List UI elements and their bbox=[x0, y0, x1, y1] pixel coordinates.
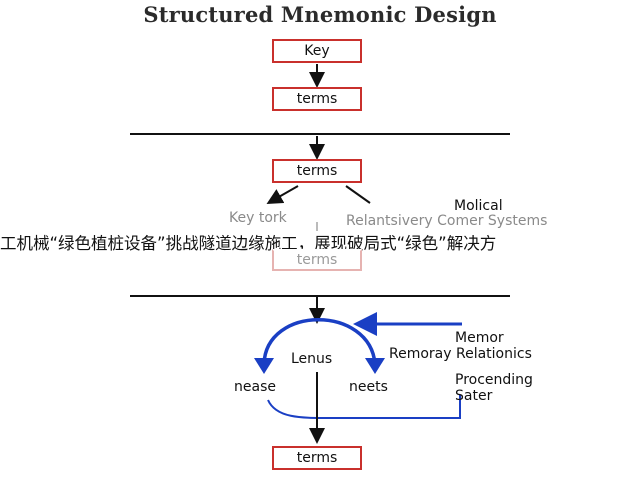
key-box: Key bbox=[272, 39, 362, 63]
divider-2 bbox=[130, 295, 510, 297]
divider-1 bbox=[130, 133, 510, 135]
blue-arrowhead-right bbox=[365, 358, 385, 374]
terms-box-1: terms bbox=[272, 87, 362, 111]
label-lenus: Lenus bbox=[291, 351, 333, 367]
blue-arrowhead-left bbox=[254, 358, 274, 374]
label-remoray: Remoray Relationics bbox=[389, 346, 532, 362]
label-relantsivery: Relantsivery Comer Systems bbox=[346, 213, 548, 229]
label-nease: nease bbox=[234, 379, 276, 395]
arrow-to-key-tork bbox=[266, 185, 299, 204]
label-procending: Procending bbox=[455, 372, 533, 388]
terms-box-bottom: terms bbox=[272, 446, 362, 470]
label-sater: Sater bbox=[455, 388, 493, 404]
label-neets: neets bbox=[349, 379, 388, 395]
diagram-title: Structured Mnemonic Design bbox=[143, 2, 497, 27]
label-molical: Molical bbox=[454, 198, 503, 214]
blue-arc bbox=[262, 318, 377, 365]
terms-box-faded: terms bbox=[272, 249, 362, 271]
terms-box-2: terms bbox=[272, 159, 362, 183]
label-memor: Memor bbox=[455, 330, 504, 346]
line-to-relantsivery bbox=[345, 185, 371, 204]
label-key-tork: Key tork bbox=[229, 210, 287, 226]
blue-loop-line bbox=[267, 395, 461, 419]
